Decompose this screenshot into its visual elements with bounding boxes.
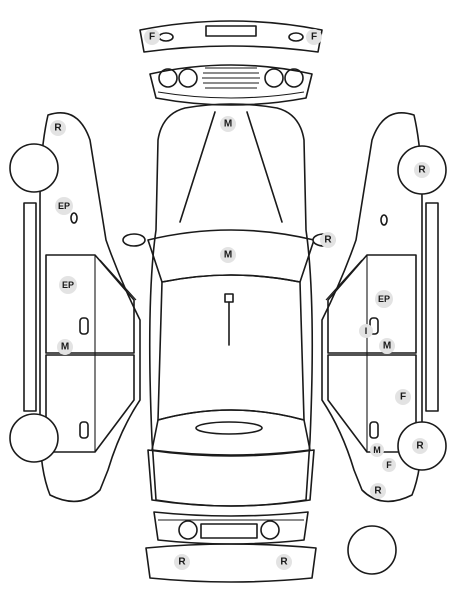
- marker-label: EP: [58, 201, 70, 211]
- marker-badge: [320, 232, 336, 248]
- marker-windshield[interactable]: M: [220, 247, 236, 263]
- front-bumper[interactable]: [139, 20, 323, 53]
- marker-rear-bumper-right[interactable]: R: [276, 554, 292, 570]
- car-top-view[interactable]: [122, 103, 336, 507]
- marker-label: EP: [62, 280, 74, 290]
- marker-badge: [306, 29, 322, 45]
- marker-badge: [220, 247, 236, 263]
- marker-badge: [375, 290, 393, 308]
- rear-bumper[interactable]: [145, 543, 317, 583]
- marker-badge: [174, 554, 190, 570]
- marker-hood[interactable]: M: [220, 116, 236, 132]
- marker-label: R: [280, 557, 288, 568]
- rear-grille[interactable]: [153, 511, 309, 545]
- marker-label: R: [418, 165, 426, 176]
- marker-badge: [414, 162, 430, 178]
- marker-label: EP: [378, 294, 390, 304]
- marker-rear-bumper-left[interactable]: R: [174, 554, 190, 570]
- marker-label: F: [400, 392, 406, 403]
- marker-label: I: [365, 326, 368, 336]
- marker-badge: [395, 389, 411, 405]
- marker-right-front-door[interactable]: EP: [375, 290, 393, 308]
- marker-badge: [55, 197, 73, 215]
- marker-badge: [144, 29, 160, 45]
- marker-label: F: [149, 32, 155, 43]
- marker-label: R: [374, 486, 382, 497]
- marker-badge: [57, 339, 73, 355]
- marker-badge: [359, 324, 373, 338]
- marker-badge: [412, 438, 428, 454]
- marker-label: M: [61, 342, 69, 353]
- marker-badge: [370, 483, 386, 499]
- marker-badge: [370, 443, 384, 457]
- marker-label: M: [383, 341, 391, 352]
- marker-label: F: [386, 460, 392, 470]
- marker-right-front-wheel[interactable]: R: [414, 162, 430, 178]
- marker-right-rear-quarter[interactable]: F: [382, 458, 396, 472]
- marker-left-front-door[interactable]: EP: [59, 276, 77, 294]
- marker-label: R: [416, 441, 424, 452]
- marker-left-door-sill[interactable]: M: [57, 339, 73, 355]
- marker-label: M: [224, 250, 232, 261]
- marker-badge: [59, 276, 77, 294]
- marker-label: R: [178, 557, 186, 568]
- marker-left-front-fender[interactable]: R: [50, 120, 66, 136]
- marker-right-mirror[interactable]: R: [320, 232, 336, 248]
- marker-badge: [276, 554, 292, 570]
- marker-right-rear-fender[interactable]: R: [370, 483, 386, 499]
- front-grille[interactable]: [149, 64, 313, 106]
- right-side-view[interactable]: [321, 112, 447, 503]
- marker-front-bumper-right[interactable]: F: [306, 29, 322, 45]
- marker-right-rear-wheel[interactable]: R: [412, 438, 428, 454]
- marker-right-rear-handle[interactable]: M: [370, 443, 384, 457]
- marker-right-door-sill[interactable]: M: [379, 338, 395, 354]
- marker-right-rear-door[interactable]: F: [395, 389, 411, 405]
- left-side-view[interactable]: [9, 112, 141, 503]
- marker-label: R: [324, 235, 332, 246]
- marker-label: M: [373, 445, 381, 455]
- marker-label: F: [311, 32, 317, 43]
- marker-left-front-wing[interactable]: EP: [55, 197, 73, 215]
- marker-label: R: [54, 123, 62, 134]
- marker-right-door-handle[interactable]: I: [359, 324, 373, 338]
- marker-badge: [382, 458, 396, 472]
- marker-front-bumper-left[interactable]: F: [144, 29, 160, 45]
- marker-badge: [50, 120, 66, 136]
- marker-label: M: [224, 119, 232, 130]
- marker-badge: [220, 116, 236, 132]
- marker-badge: [379, 338, 395, 354]
- spare-wheel[interactable]: [347, 525, 397, 575]
